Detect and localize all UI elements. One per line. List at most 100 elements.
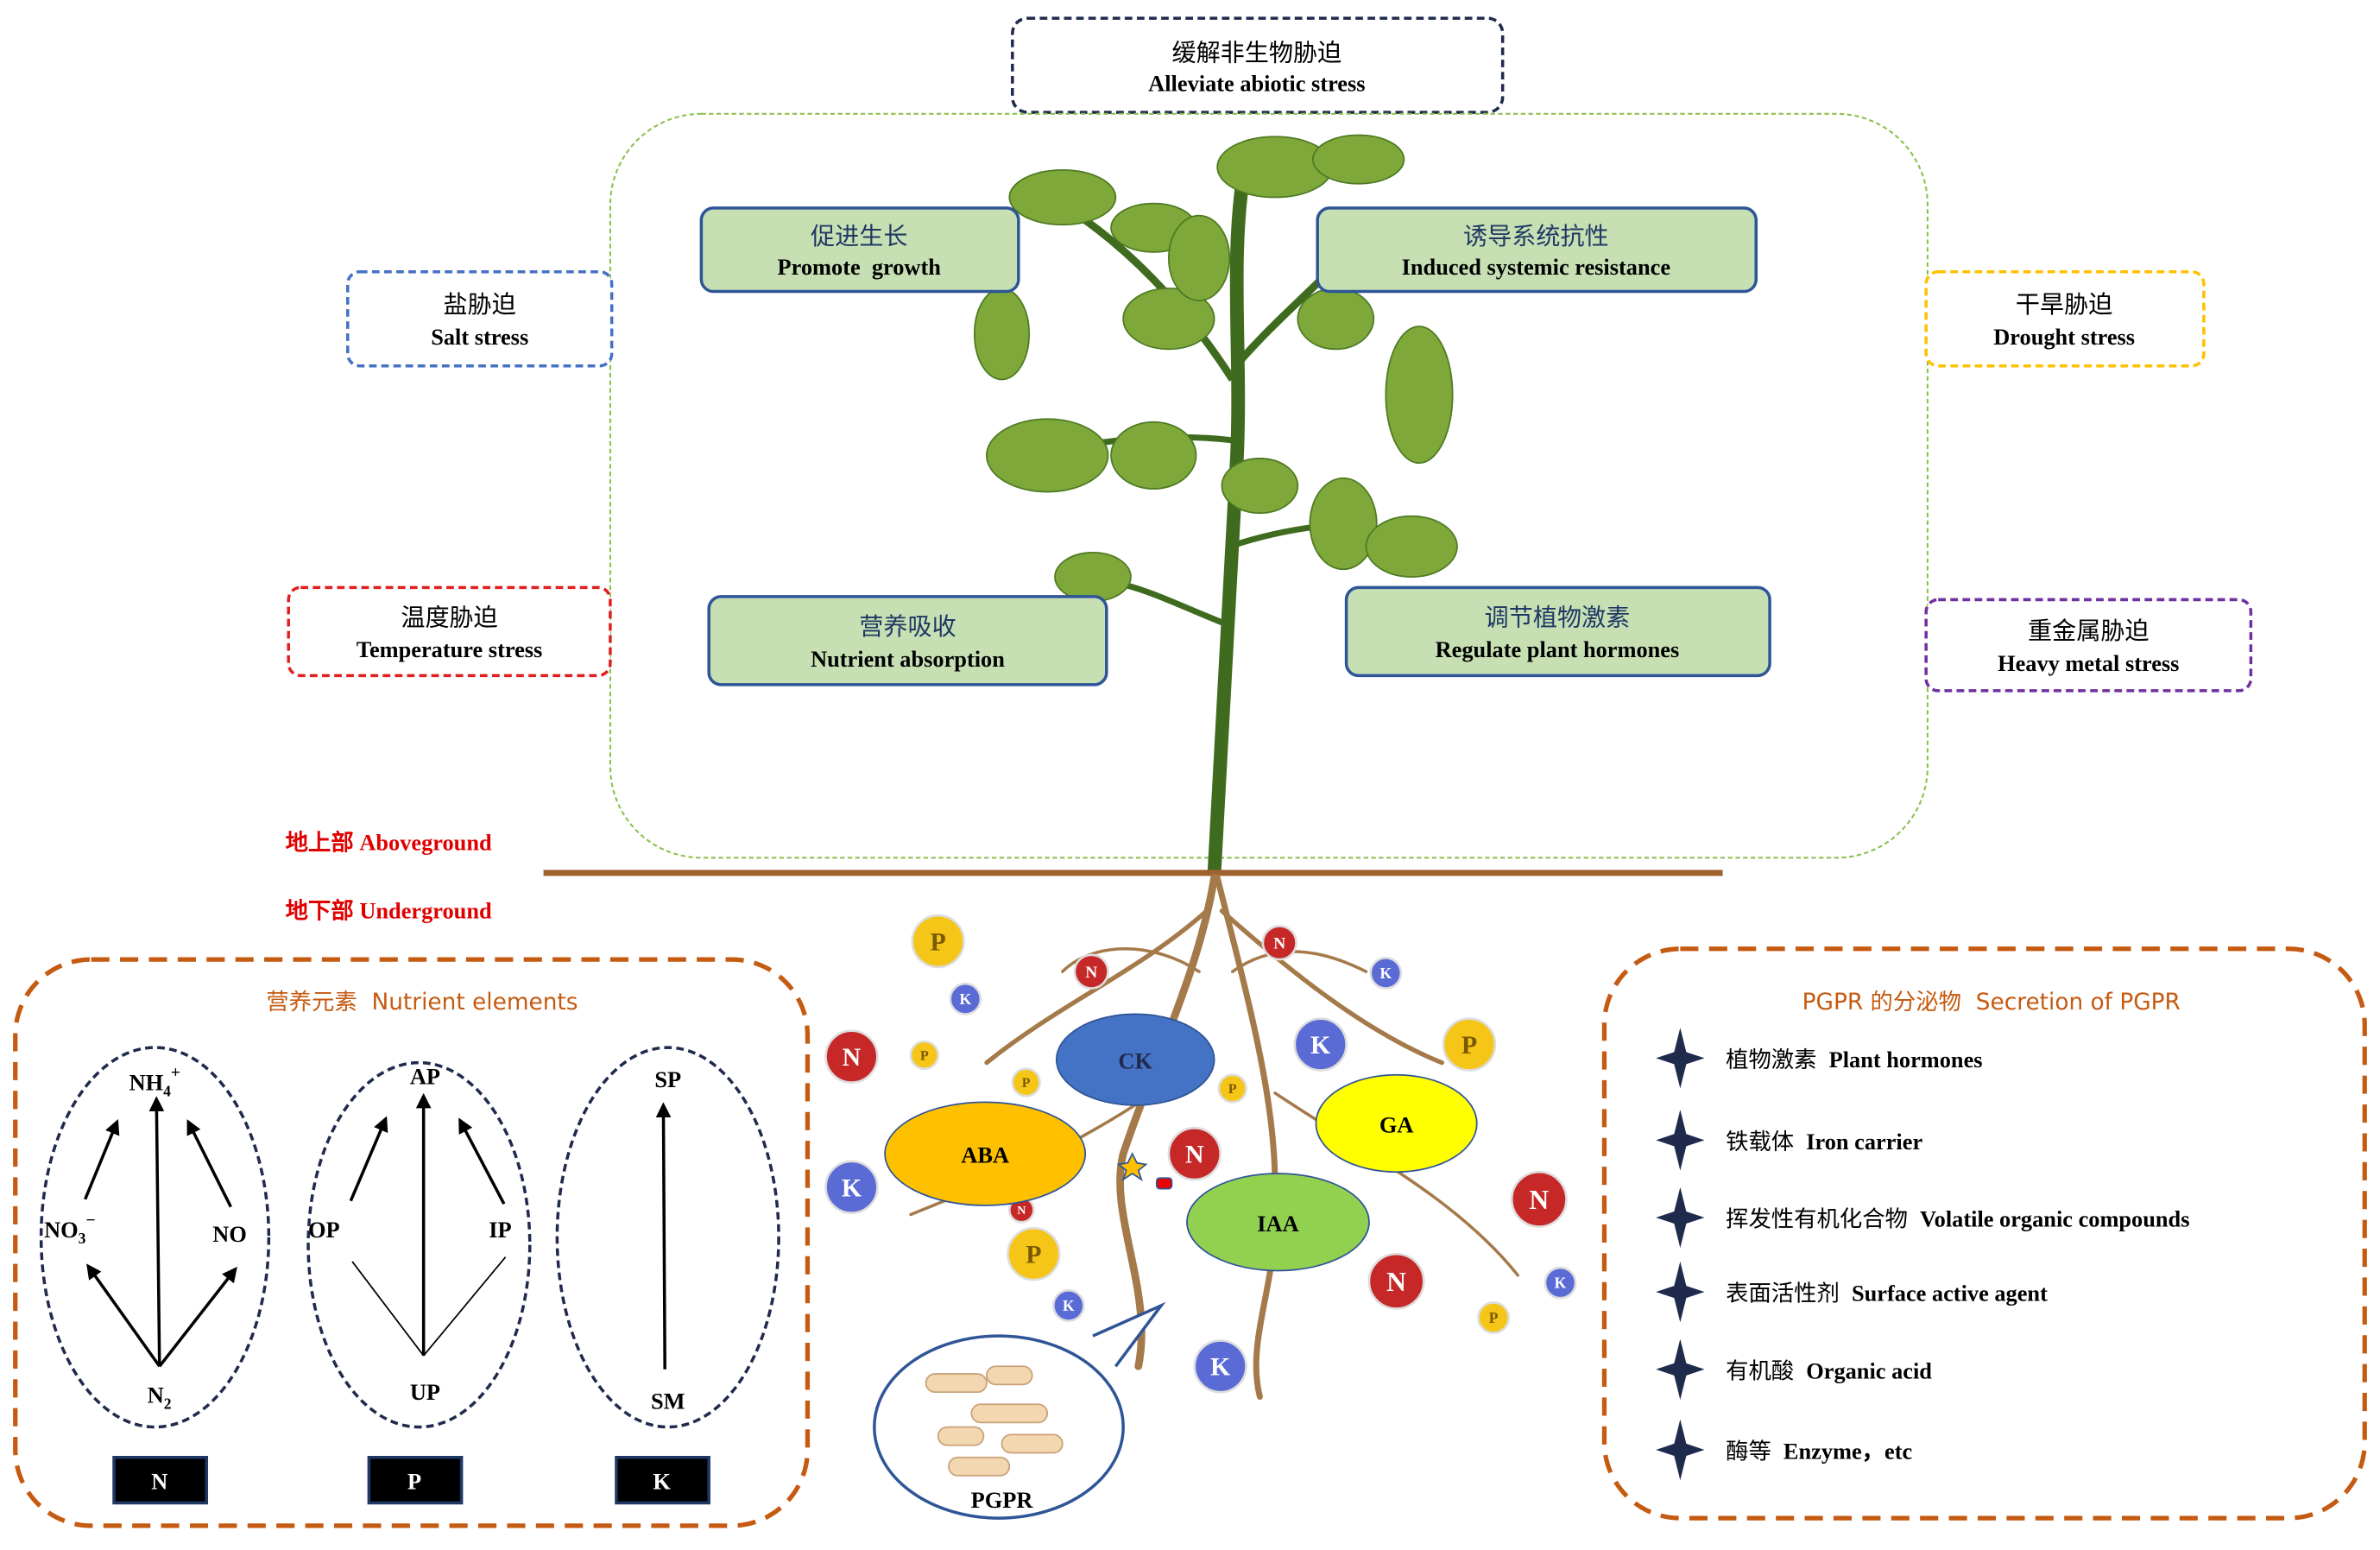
sm-label: SM bbox=[651, 1389, 685, 1414]
nutrient-ball-n: N bbox=[824, 1029, 879, 1084]
promote-growth-cn: 促进生长 bbox=[811, 222, 907, 250]
n2-label: N2 bbox=[148, 1382, 172, 1412]
drought-stress-en: Drought stress bbox=[1993, 325, 2135, 350]
secretion-title: PGPR 的分泌物 Secretion of PGPR bbox=[1802, 990, 2181, 1015]
nutrient-absorption-cn: 营养吸收 bbox=[859, 612, 956, 641]
pgpr-bubble: PGPR bbox=[873, 1301, 1166, 1520]
nutrient-ball-k: K bbox=[1293, 1017, 1348, 1072]
nutrient-absorption-en: Nutrient absorption bbox=[811, 647, 1005, 672]
temperature-stress-cn: 温度胁迫 bbox=[401, 603, 497, 631]
n-element-badge: N bbox=[112, 1455, 209, 1505]
top-en: Alleviate abiotic stress bbox=[1148, 71, 1365, 96]
regulate-hormones-cn: 调节植物激素 bbox=[1485, 603, 1631, 631]
pgpr-label: PGPR bbox=[971, 1488, 1034, 1513]
nutrient-ball-n: N bbox=[1073, 953, 1109, 990]
p-element-label: P bbox=[407, 1470, 421, 1495]
nutrient-ball-p: P bbox=[1217, 1073, 1247, 1104]
regulate-hormones-en: Regulate plant hormones bbox=[1436, 637, 1680, 662]
hormone-ga-label: GA bbox=[1379, 1113, 1414, 1138]
nutrient-elements-panel: 营养元素 Nutrient elements NH4+ NO3− NO N2 A… bbox=[13, 957, 811, 1528]
regulate-hormones-box: 调节植物激素 Regulate plant hormones bbox=[1344, 585, 1771, 678]
hormone-iaa: IAA bbox=[1186, 1173, 1370, 1272]
underground-label: 地下部 Underground bbox=[286, 898, 492, 924]
nutrient-ball-label: P bbox=[931, 927, 946, 956]
nutrient-ball-n: N bbox=[1167, 1126, 1222, 1181]
salt-stress-en: Salt stress bbox=[431, 325, 528, 350]
k-element-badge: K bbox=[615, 1455, 710, 1505]
nutrient-ball-label: K bbox=[1210, 1353, 1230, 1382]
heavy-metal-stress-box: 重金属胁迫 Heavy metal stress bbox=[1924, 598, 2253, 693]
nutrient-arrows bbox=[83, 1092, 672, 1370]
nutrient-ball-label: P bbox=[1026, 1241, 1041, 1269]
nutrient-ball-n: N bbox=[1367, 1252, 1425, 1310]
hormone-aba-label: ABA bbox=[961, 1143, 1009, 1168]
nutrient-ball-label: K bbox=[1063, 1297, 1075, 1314]
nitrogen-cycle-ellipse bbox=[39, 1046, 271, 1429]
nutrient-ball-label: N bbox=[1386, 1267, 1406, 1297]
nutrient-ball-label: N bbox=[1185, 1141, 1204, 1169]
isr-cn: 诱导系统抗性 bbox=[1463, 222, 1609, 250]
four-point-star-icon bbox=[1656, 1261, 1705, 1323]
promote-growth-en: Promote growth bbox=[778, 255, 942, 280]
potassium-cycle-ellipse bbox=[555, 1046, 780, 1429]
nutrient-ball-k: K bbox=[1369, 957, 1403, 990]
aboveground-region bbox=[609, 112, 1929, 859]
induced-systemic-resistance-box: 诱导系统抗性 Induced systemic resistance bbox=[1316, 206, 1758, 294]
heavy-metal-stress-en: Heavy metal stress bbox=[1998, 651, 2179, 676]
isr-en: Induced systemic resistance bbox=[1402, 255, 1671, 280]
signal-star-icon bbox=[1116, 1152, 1148, 1182]
nutrient-ball-label: K bbox=[1555, 1275, 1567, 1292]
hormone-ck-label: CK bbox=[1118, 1049, 1152, 1074]
four-point-star-icon bbox=[1656, 1419, 1705, 1481]
nutrient-ball-k: K bbox=[824, 1160, 879, 1215]
nutrient-ball-label: K bbox=[1310, 1031, 1330, 1060]
top-cn: 缓解非生物胁迫 bbox=[1171, 38, 1342, 66]
nutrient-ball-label: N bbox=[1529, 1185, 1549, 1215]
drought-stress-cn: 干旱胁迫 bbox=[2016, 290, 2112, 319]
nutrient-ball-label: P bbox=[1489, 1309, 1499, 1326]
nutrient-ball-label: N bbox=[1085, 964, 1097, 982]
nutrient-ball-p: P bbox=[1007, 1226, 1061, 1281]
ip-label: IP bbox=[489, 1218, 511, 1243]
hormone-aba: ABA bbox=[884, 1101, 1087, 1206]
ap-label: AP bbox=[410, 1064, 440, 1089]
nutrient-ball-label: N bbox=[1017, 1204, 1026, 1218]
salt-stress-cn: 盐胁迫 bbox=[444, 290, 516, 319]
nutrient-ball-label: N bbox=[843, 1043, 862, 1072]
nutrient-ball-label: P bbox=[1461, 1031, 1477, 1060]
nutrient-ball-k: K bbox=[949, 982, 982, 1015]
nutrient-ball-label: P bbox=[920, 1048, 929, 1063]
p-element-badge: P bbox=[367, 1455, 464, 1505]
up-label: UP bbox=[410, 1380, 440, 1405]
signal-molecule-icon bbox=[1155, 1177, 1173, 1190]
nutrient-ball-label: P bbox=[1228, 1082, 1237, 1097]
alleviate-abiotic-stress-box: 缓解非生物胁迫 Alleviate abiotic stress bbox=[1011, 16, 1505, 114]
nutrient-ball-p: P bbox=[1477, 1301, 1511, 1334]
n-element-label: N bbox=[151, 1470, 167, 1495]
aboveground-label: 地上部 Aboveground bbox=[286, 830, 492, 856]
nutrient-ball-k: K bbox=[1193, 1339, 1247, 1394]
four-point-star-icon bbox=[1656, 1338, 1705, 1400]
heavy-metal-stress-cn: 重金属胁迫 bbox=[2028, 617, 2150, 645]
nutrient-ball-label: K bbox=[1379, 965, 1392, 982]
nutrient-ball-p: P bbox=[911, 914, 965, 969]
four-point-star-icon bbox=[1656, 1186, 1705, 1249]
four-point-star-icon bbox=[1656, 1028, 1705, 1089]
no3-label: NO3− bbox=[44, 1212, 95, 1247]
nutrient-elements-title: 营养元素 Nutrient elements bbox=[266, 990, 578, 1015]
salt-stress-box: 盐胁迫 Salt stress bbox=[346, 269, 614, 368]
nutrient-ball-p: P bbox=[909, 1040, 939, 1071]
nutrient-ball-label: K bbox=[959, 990, 971, 1008]
hormone-iaa-label: IAA bbox=[1257, 1212, 1298, 1237]
